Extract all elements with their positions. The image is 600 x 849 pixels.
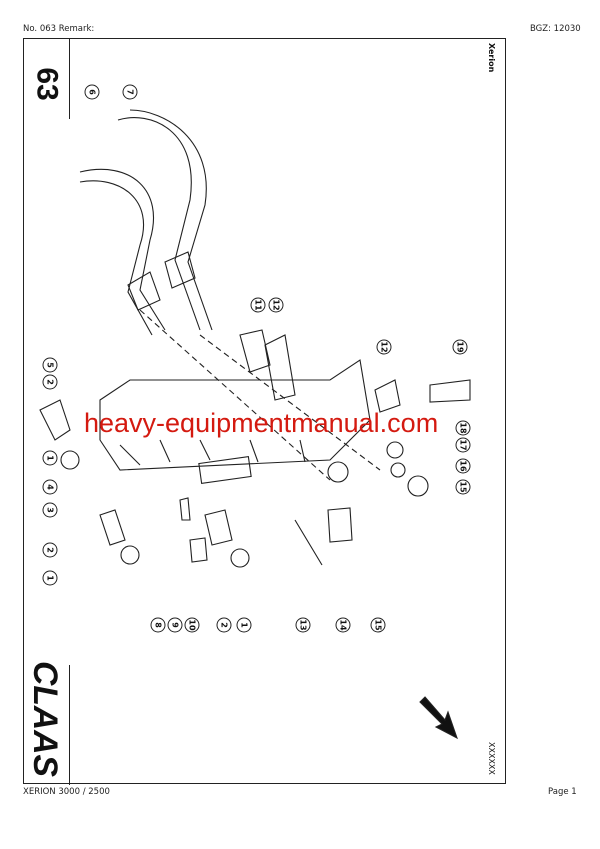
header-bgz: BGZ: 12030 xyxy=(530,24,581,34)
callout-number: 4 xyxy=(46,484,55,490)
callout-balloon xyxy=(370,617,386,633)
callout-number: 14 xyxy=(339,619,348,631)
direction-arrow xyxy=(419,696,458,740)
callout-balloon xyxy=(268,297,284,313)
callout-number: 13 xyxy=(299,619,308,630)
callout-balloon xyxy=(42,570,58,586)
callout-number: 6 xyxy=(88,89,97,95)
callout-number: 5 xyxy=(46,362,55,368)
callout-number: 12 xyxy=(272,299,281,310)
callout-balloon xyxy=(42,502,58,518)
callout-number: 18 xyxy=(459,422,468,434)
callout-balloon xyxy=(184,617,200,633)
header-remark: No. 063 Remark: xyxy=(23,24,95,34)
callout-balloon xyxy=(455,479,471,495)
divider xyxy=(69,39,71,119)
callout-number: 7 xyxy=(126,89,135,95)
callout-balloon xyxy=(376,339,392,355)
callout-balloon xyxy=(455,420,471,436)
callout-number: 1 xyxy=(240,622,249,628)
callout-balloon xyxy=(216,617,232,633)
callout-number: 10 xyxy=(188,619,197,631)
callout-balloon xyxy=(250,297,266,313)
callout-number: 2 xyxy=(46,547,55,553)
callout-balloon xyxy=(122,84,138,100)
callout-balloon xyxy=(42,542,58,558)
callout-number: 2 xyxy=(220,622,229,628)
callout-balloon xyxy=(42,357,58,373)
claas-logo: CLAAS xyxy=(26,661,64,777)
callout-number: 3 xyxy=(46,507,55,513)
callout-balloon xyxy=(236,617,252,633)
callout-balloon xyxy=(335,617,351,633)
callout-number: 11 xyxy=(254,299,263,311)
watermark: heavy-equipmentmanual.com xyxy=(84,408,439,438)
callout-balloon xyxy=(167,617,183,633)
callout-balloon xyxy=(455,458,471,474)
callout-number: 1 xyxy=(46,455,55,461)
pipe-7 xyxy=(117,117,201,331)
callout-balloon xyxy=(295,617,311,633)
svg-text:CLAAS: CLAAS xyxy=(26,661,64,777)
callout-balloon xyxy=(84,84,100,100)
footer-page: Page 1 xyxy=(548,787,577,797)
divider xyxy=(69,665,71,785)
callout-balloon xyxy=(452,339,468,355)
pipe-6 xyxy=(79,168,166,331)
callout-number: 17 xyxy=(459,439,468,450)
bracket xyxy=(99,359,371,471)
footer-model: XERION 3000 / 2500 xyxy=(23,787,110,797)
callout-number: 16 xyxy=(459,460,468,472)
callout-number: 15 xyxy=(459,481,468,493)
diagram-frame: 63 Xerion XXXXXX CLAAS xyxy=(23,38,506,785)
callout-number: 9 xyxy=(171,622,180,628)
callout-balloon xyxy=(42,374,58,390)
callout-number: 1 xyxy=(46,575,55,581)
callout-number: 15 xyxy=(374,619,383,631)
callout-number: 2 xyxy=(46,379,55,385)
callout-number: 19 xyxy=(456,341,465,353)
callout-balloon xyxy=(42,479,58,495)
callout-balloon xyxy=(42,450,58,466)
callout-balloon xyxy=(150,617,166,633)
callout-balloon xyxy=(455,437,471,453)
callout-number: 12 xyxy=(380,341,389,352)
callout-number: 8 xyxy=(154,622,163,628)
